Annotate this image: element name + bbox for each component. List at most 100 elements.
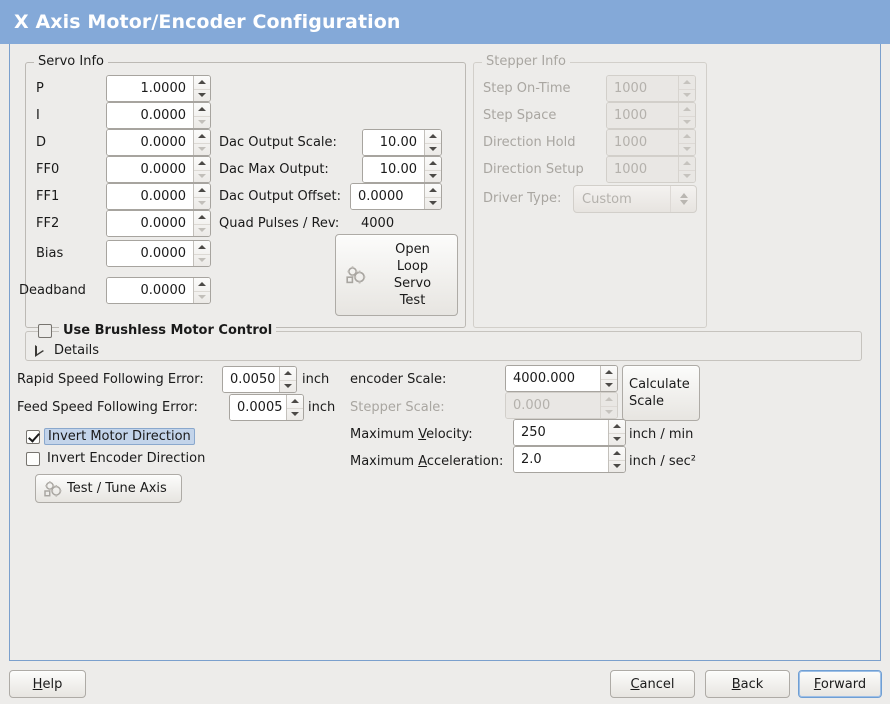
- maximum-velocity-unit: inch / min: [629, 427, 694, 442]
- forward-button[interactable]: Forward: [798, 670, 882, 698]
- chevron-updown-icon: [670, 186, 696, 212]
- use-brushless-motor-control-checkbox[interactable]: Use Brushless Motor Control: [38, 323, 277, 338]
- spin-down-icon[interactable]: [609, 432, 625, 446]
- open-loop-servo-test-label: Open Loop Servo Test: [368, 241, 457, 309]
- spin-up-icon[interactable]: [425, 184, 441, 197]
- calculate-scale-line-1: Calculate: [629, 377, 690, 392]
- servo-spin-d[interactable]: 0.0000: [106, 129, 211, 156]
- spin-buttons[interactable]: [279, 367, 296, 392]
- spin-buttons[interactable]: [193, 241, 210, 266]
- spin-down-icon[interactable]: [287, 407, 303, 421]
- spin-buttons[interactable]: [193, 211, 210, 236]
- spin-buttons[interactable]: [286, 395, 303, 420]
- spin-down-icon[interactable]: [609, 459, 625, 473]
- maximum-velocity-spin[interactable]: 250: [513, 419, 626, 446]
- spin-buttons[interactable]: [193, 184, 210, 209]
- spin-buttons[interactable]: [193, 157, 210, 182]
- spin-down-icon[interactable]: [194, 253, 210, 267]
- spin-buttons: [600, 393, 617, 418]
- spin-up-icon[interactable]: [194, 241, 210, 254]
- invert-encoder-direction-checkbox[interactable]: Invert Encoder Direction: [26, 451, 205, 466]
- servo-label-ff0: FF0: [36, 162, 60, 177]
- spin-up-icon[interactable]: [194, 103, 210, 116]
- back-post: ack: [740, 676, 764, 692]
- dac-output-offset-label: Dac Output Offset:: [219, 189, 341, 204]
- checkbox-box[interactable]: [38, 323, 52, 338]
- dac-max-output-spin[interactable]: 10.00: [362, 156, 442, 183]
- spin-up-icon[interactable]: [194, 130, 210, 143]
- spin-buttons[interactable]: [193, 76, 210, 101]
- cancel-button[interactable]: Cancel: [610, 670, 695, 698]
- spin-down-icon[interactable]: [425, 196, 441, 210]
- chevron-right-icon[interactable]: [35, 344, 44, 357]
- open-loop-servo-test-button[interactable]: Open Loop Servo Test: [335, 234, 458, 316]
- servo-label-i: I: [36, 108, 40, 123]
- details-expander[interactable]: Details: [35, 343, 99, 358]
- servo-label-ff2: FF2: [36, 216, 60, 231]
- spin-up-icon[interactable]: [194, 157, 210, 170]
- spin-down-icon[interactable]: [194, 115, 210, 129]
- spin-down-icon[interactable]: [194, 88, 210, 102]
- servo-spin-p[interactable]: 1.0000: [106, 75, 211, 102]
- spin-buttons[interactable]: [424, 184, 441, 209]
- spin-down-icon[interactable]: [425, 142, 441, 156]
- spin-down-icon[interactable]: [194, 142, 210, 156]
- max-accel-accel-key: A: [418, 454, 427, 469]
- spin-buttons[interactable]: [193, 130, 210, 155]
- servo-spin-i[interactable]: 0.0000: [106, 102, 211, 129]
- servo-spin-bias[interactable]: 0.0000: [106, 240, 211, 267]
- servo-spin-ff0[interactable]: 0.0000: [106, 156, 211, 183]
- spin-buttons[interactable]: [608, 447, 625, 472]
- spin-up-icon[interactable]: [425, 157, 441, 170]
- spin-down-icon[interactable]: [194, 196, 210, 210]
- max-accel-label-pre: Maximum: [350, 454, 419, 469]
- driver-type-combobox: Custom: [573, 185, 697, 213]
- spin-down-icon[interactable]: [194, 169, 210, 183]
- spin-down-icon[interactable]: [194, 223, 210, 237]
- spin-up-icon: [679, 130, 695, 143]
- spin-up-icon[interactable]: [280, 367, 296, 380]
- spin-buttons[interactable]: [424, 130, 441, 155]
- spin-buttons: [678, 76, 695, 101]
- dac-output-offset-spin[interactable]: 0.0000: [350, 183, 442, 210]
- spin-down-icon[interactable]: [425, 169, 441, 183]
- test-tune-axis-label: Test / Tune Axis: [67, 481, 167, 496]
- dac-output-scale-spin[interactable]: 10.00: [362, 129, 442, 156]
- spin-up-icon[interactable]: [609, 447, 625, 460]
- spin-down-icon[interactable]: [601, 378, 617, 392]
- checkbox-box[interactable]: [26, 429, 40, 444]
- checkbox-box[interactable]: [26, 451, 40, 466]
- test-tune-axis-button[interactable]: Test / Tune Axis: [35, 474, 182, 503]
- help-button[interactable]: Help: [9, 670, 86, 698]
- spin-down-icon[interactable]: [194, 290, 210, 304]
- back-button[interactable]: Back: [705, 670, 790, 698]
- maximum-acceleration-spin[interactable]: 2.0: [513, 446, 626, 473]
- servo-value-ff1: 0.0000: [107, 184, 193, 209]
- spin-up-icon[interactable]: [425, 130, 441, 143]
- servo-spin-ff2[interactable]: 0.0000: [106, 210, 211, 237]
- spin-up-icon[interactable]: [194, 211, 210, 224]
- spin-up-icon[interactable]: [287, 395, 303, 408]
- spin-up-icon[interactable]: [601, 366, 617, 379]
- spin-up-icon[interactable]: [194, 278, 210, 291]
- spin-buttons[interactable]: [193, 278, 210, 303]
- spin-up-icon[interactable]: [194, 76, 210, 89]
- feed-speed-following-error-spin[interactable]: 0.0005: [229, 394, 304, 421]
- spin-buttons[interactable]: [193, 103, 210, 128]
- spin-down-icon: [679, 169, 695, 183]
- servo-label-p: P: [36, 81, 44, 96]
- servo-spin-deadband[interactable]: 0.0000: [106, 277, 211, 304]
- spin-buttons[interactable]: [608, 420, 625, 445]
- spin-buttons[interactable]: [600, 366, 617, 391]
- rapid-speed-following-error-spin[interactable]: 0.0050: [222, 366, 297, 393]
- spin-buttons[interactable]: [424, 157, 441, 182]
- brushless-motor-group: [25, 331, 862, 361]
- calculate-scale-button[interactable]: Calculate Scale: [622, 365, 700, 421]
- spin-up-icon[interactable]: [194, 184, 210, 197]
- spin-up-icon[interactable]: [609, 420, 625, 433]
- invert-motor-direction-checkbox[interactable]: Invert Motor Direction: [26, 428, 195, 445]
- encoder-scale-spin[interactable]: 4000.000: [505, 365, 618, 392]
- servo-spin-ff1[interactable]: 0.0000: [106, 183, 211, 210]
- spin-down-icon[interactable]: [280, 379, 296, 393]
- feed-speed-following-error-value: 0.0005: [230, 395, 286, 420]
